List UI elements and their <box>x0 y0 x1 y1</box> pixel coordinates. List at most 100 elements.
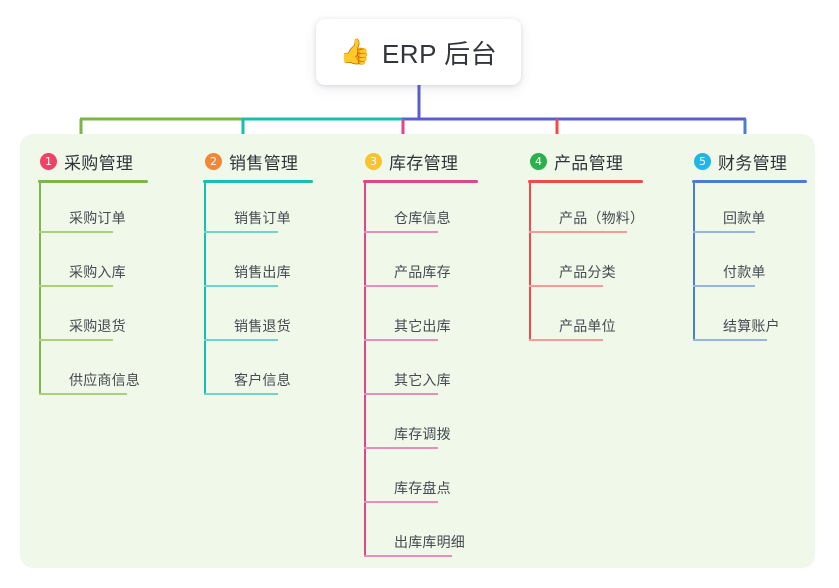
branch-header-5[interactable]: 5 财务管理 <box>692 148 807 174</box>
branch-item[interactable]: 采购订单 <box>38 183 148 237</box>
branch-item-label: 客户信息 <box>234 372 291 388</box>
branch-spine <box>693 183 695 341</box>
branch-item[interactable]: 产品单位 <box>528 291 643 345</box>
branch-column-1: 1 采购管理采购订单采购入库采购退货供应商信息 <box>38 148 148 399</box>
branch-item-underline <box>693 285 755 287</box>
branch-item[interactable]: 客户信息 <box>203 345 313 399</box>
branch-underline <box>692 180 807 183</box>
branch-item-label: 付款单 <box>723 264 766 280</box>
branch-item-label: 产品单位 <box>559 318 616 334</box>
branch-item-label: 其它出库 <box>394 318 451 334</box>
branch-item-underline <box>364 501 438 503</box>
branch-item-underline <box>364 555 452 557</box>
branch-column-2: 2 销售管理销售订单销售出库销售退货客户信息 <box>203 148 313 399</box>
branch-header-3[interactable]: 3 库存管理 <box>363 148 478 174</box>
branch-item-list: 产品（物料） 产品分类产品单位 <box>528 183 645 345</box>
branch-spine <box>39 183 41 395</box>
branch-item-underline <box>529 285 603 287</box>
branch-item-label: 采购入库 <box>69 264 126 280</box>
branch-item-label: 仓库信息 <box>394 210 451 226</box>
branch-item-label: 采购退货 <box>69 318 126 334</box>
branch-underline <box>363 180 478 183</box>
branch-item-label: 供应商信息 <box>69 372 140 388</box>
branch-number-badge: 5 <box>694 152 711 170</box>
branch-spine <box>204 183 206 395</box>
branch-item[interactable]: 产品（物料） <box>528 183 645 237</box>
branch-item[interactable]: 销售出库 <box>203 237 313 291</box>
branch-item[interactable]: 付款单 <box>692 237 807 291</box>
branch-item-label: 销售出库 <box>234 264 291 280</box>
branch-column-4: 4 产品管理产品（物料） 产品分类产品单位 <box>528 148 645 345</box>
branch-item[interactable]: 采购入库 <box>38 237 148 291</box>
branch-underline <box>38 180 148 183</box>
branch-item-label: 产品库存 <box>394 264 451 280</box>
branch-item[interactable]: 其它入库 <box>363 345 478 399</box>
branch-header-1[interactable]: 1 采购管理 <box>38 148 148 174</box>
branch-header-2[interactable]: 2 销售管理 <box>203 148 313 174</box>
branch-item-underline <box>364 285 438 287</box>
branch-title: 财务管理 <box>718 153 788 173</box>
branch-item-underline <box>529 339 603 341</box>
branch-item-label: 产品分类 <box>559 264 616 280</box>
branch-item[interactable]: 库存调拨 <box>363 399 478 453</box>
branch-item[interactable]: 仓库信息 <box>363 183 478 237</box>
branch-item-label: 产品（物料） <box>559 210 645 226</box>
branch-item[interactable]: 结算账户 <box>692 291 807 345</box>
branch-title: 采购管理 <box>64 153 134 173</box>
branch-item-label: 采购订单 <box>69 210 126 226</box>
branch-item-label: 结算账户 <box>723 318 780 334</box>
branch-item-underline <box>204 231 278 233</box>
branch-item[interactable]: 供应商信息 <box>38 345 148 399</box>
branch-item-underline <box>529 231 627 233</box>
root-title: ERP 后台 <box>381 38 498 69</box>
branch-number-badge: 3 <box>365 152 382 170</box>
branch-item-underline <box>39 393 127 395</box>
branch-item-list: 销售订单销售出库销售退货客户信息 <box>203 183 313 399</box>
branch-title: 销售管理 <box>229 153 299 173</box>
branch-number-badge: 4 <box>530 152 547 170</box>
branch-item[interactable]: 出库库明细 <box>363 507 478 561</box>
branch-item-label: 库存调拨 <box>394 426 451 442</box>
branch-item-underline <box>693 339 767 341</box>
branch-item-list: 回款单付款单结算账户 <box>692 183 807 345</box>
root-node[interactable]: 👍 ERP 后台 <box>316 19 521 85</box>
branch-item[interactable]: 库存盘点 <box>363 453 478 507</box>
branch-underline <box>203 180 313 183</box>
branch-item-underline <box>364 231 438 233</box>
branch-item[interactable]: 其它出库 <box>363 291 478 345</box>
branch-item[interactable]: 销售订单 <box>203 183 313 237</box>
branch-column-3: 3 库存管理仓库信息产品库存其它出库其它入库库存调拨库存盘点出库库明细 <box>363 148 478 561</box>
branch-item-underline <box>364 393 438 395</box>
branch-item[interactable]: 销售退货 <box>203 291 313 345</box>
branch-item[interactable]: 产品分类 <box>528 237 643 291</box>
branch-underline <box>528 180 643 183</box>
branch-item-underline <box>39 285 113 287</box>
branch-item-underline <box>364 447 438 449</box>
branch-title: 产品管理 <box>554 153 624 173</box>
branch-item-underline <box>364 339 438 341</box>
branch-item[interactable]: 回款单 <box>692 183 807 237</box>
branch-item-label: 销售订单 <box>234 210 291 226</box>
branch-item-underline <box>204 339 278 341</box>
branch-item-underline <box>204 285 278 287</box>
branch-item[interactable]: 产品库存 <box>363 237 478 291</box>
branch-column-5: 5 财务管理回款单付款单结算账户 <box>692 148 807 345</box>
branch-header-4[interactable]: 4 产品管理 <box>528 148 643 174</box>
branch-item-label: 库存盘点 <box>394 480 451 496</box>
branch-number-badge: 2 <box>205 152 222 170</box>
branch-item-underline <box>39 339 113 341</box>
branch-spine <box>529 183 531 341</box>
branch-item-underline <box>204 393 278 395</box>
branch-number-badge: 1 <box>40 152 57 170</box>
branch-item-underline <box>39 231 113 233</box>
branch-item-label: 出库库明细 <box>394 534 465 550</box>
branch-item-label: 其它入库 <box>394 372 451 388</box>
branch-item-underline <box>693 231 755 233</box>
branch-item-label: 销售退货 <box>234 318 291 334</box>
branch-title: 库存管理 <box>389 153 459 173</box>
branches-panel <box>20 134 815 568</box>
branch-spine <box>364 183 366 557</box>
branch-item-list: 采购订单采购入库采购退货供应商信息 <box>38 183 148 399</box>
branch-item[interactable]: 采购退货 <box>38 291 148 345</box>
